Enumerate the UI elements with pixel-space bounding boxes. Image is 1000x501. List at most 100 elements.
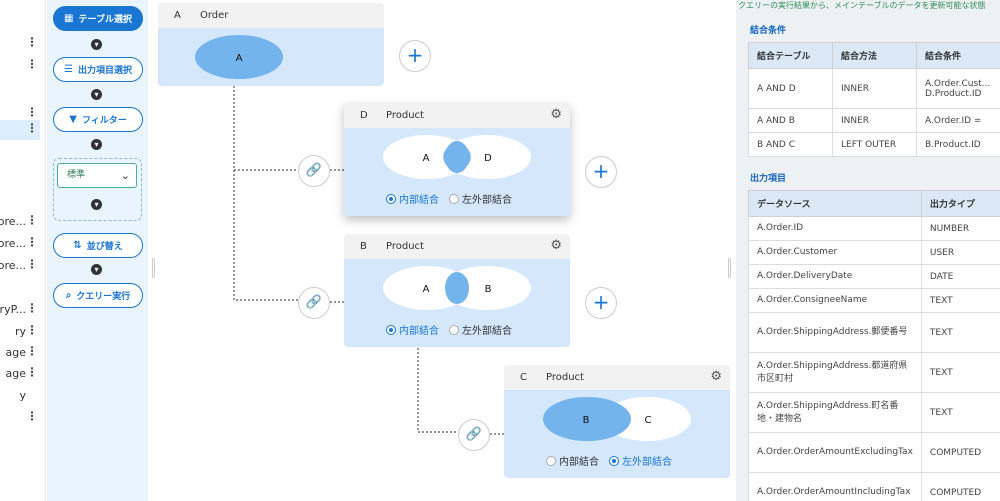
table-cell: TEXT [920,288,1000,313]
join-type-radios: 内部結合 左外部結合 [546,453,672,468]
arrow-down-icon: ▾ [91,89,102,100]
venn-diagram: A D [383,135,531,179]
arrow-down-icon: ▾ [91,199,102,210]
more-options-icon[interactable]: ⋮ [26,344,38,358]
node-header: D Product ⚙ [344,103,570,128]
plus-icon: + [592,159,610,183]
table-cell: TEXT [920,352,1000,393]
col-header: 結合方法 [832,42,917,69]
strip-item[interactable]: ore...⋮ [0,212,40,232]
node-order-a[interactable]: A Order A [158,3,384,86]
output-items-title: 出力項目 [750,174,787,184]
strip-item[interactable]: ⋮ [0,408,40,428]
filter-button[interactable]: ▼ フィルター [53,107,143,132]
strip-item[interactable]: ry⋮ [0,322,40,342]
strip-item[interactable]: age⋮ [0,364,40,384]
left-outer-join-radio[interactable]: 左外部結合 [449,322,512,337]
node-product-b[interactable]: B Product ⚙ A B 内部結合 左外部結合 [344,234,570,347]
table-icon: ▦ [64,13,74,24]
output-select-button[interactable]: ☰ 出力項目選択 [53,57,143,82]
gear-icon[interactable]: ⚙ [550,238,562,253]
left-outer-join-radio[interactable]: 左外部結合 [609,453,672,468]
run-query-button[interactable]: ⌕ クエリー実行 [53,283,143,308]
strip-item[interactable]: ryP...⋮ [0,300,40,320]
inner-join-radio[interactable]: 内部結合 [386,191,439,206]
right-splitter[interactable] [728,258,731,278]
table-cell: A AND D [748,68,833,109]
venn-left-label: A [423,153,430,164]
venn-diagram: A B [383,266,531,310]
venn-diagram: B C [543,397,691,441]
sort-button[interactable]: ⇅ 並び替え [53,233,143,258]
link-icon: 🔗 [465,427,483,442]
strip-item[interactable]: ore...⋮ [0,256,40,276]
strip-item[interactable]: ⋮ [0,56,40,76]
arrow-down-icon: ▾ [91,264,102,275]
strip-item[interactable]: ⋮ [0,120,40,140]
join-link-button[interactable]: 🔗 [458,419,490,451]
join-link-button[interactable]: 🔗 [298,155,330,187]
venn-right-label: D [484,153,492,164]
node-product-d[interactable]: D Product ⚙ A D 内部結合 左外部結合 [344,103,570,216]
table-cell: COMPUTED [920,472,1000,501]
strip-item[interactable]: ⋮ [0,34,40,54]
table-cell: A.Order.ID [748,216,922,241]
add-join-button[interactable]: + [585,156,617,188]
more-options-icon[interactable]: ⋮ [26,57,38,71]
left-outer-join-radio[interactable]: 左外部結合 [449,191,512,206]
plus-icon: + [592,290,610,314]
more-options-icon[interactable]: ⋮ [26,121,38,135]
update-note: クエリーの実行結果から、メインテーブルのデータを更新可能な状態 [738,1,986,10]
table-cell: A.Order.ShippingAddress.町名番地・建物名 [748,392,922,433]
table-cell: A.Order.ID = [916,108,1000,133]
more-options-icon[interactable]: ⋮ [26,35,38,49]
inner-join-radio[interactable]: 内部結合 [546,453,599,468]
more-options-icon[interactable]: ⋮ [26,323,38,337]
more-options-icon[interactable]: ⋮ [26,409,38,423]
strip-item[interactable]: age⋮ [0,343,40,363]
table-cell: TEXT [920,312,1000,353]
filter-mode-select[interactable]: 標準 ⌄ [57,163,137,188]
table-cell: A.Order.OrderAmountIncludingTax [748,472,922,501]
more-options-icon[interactable]: ⋮ [26,235,38,249]
more-options-icon[interactable]: ⋮ [26,105,38,119]
filter-icon: ▼ [69,114,77,125]
gear-icon[interactable]: ⚙ [710,369,722,384]
table-cell: TEXT [920,392,1000,433]
single-circle: A [195,35,283,79]
table-select-button[interactable]: ▦ テーブル選択 [53,6,143,31]
col-header: 結合テーブル [748,42,833,69]
left-splitter[interactable] [152,258,155,278]
strip-item[interactable]: ⋮ [0,104,40,124]
strip-item-label: ryP... [0,303,26,316]
more-options-icon[interactable]: ⋮ [26,213,38,227]
join-connectors [233,86,504,435]
gear-icon[interactable]: ⚙ [550,107,562,122]
table-cell: A.Order.ShippingAddress.都道府県 市区町村 [748,352,922,393]
strip-item[interactable]: ore...⋮ [0,234,40,254]
more-options-icon[interactable]: ⋮ [26,301,38,315]
table-cell: INNER [832,68,917,109]
add-join-button[interactable]: + [399,40,431,72]
strip-item[interactable]: y [0,386,40,406]
more-options-icon[interactable]: ⋮ [26,257,38,271]
inner-join-radio[interactable]: 内部結合 [386,322,439,337]
table-cell: USER [920,240,1000,265]
more-options-icon[interactable]: ⋮ [26,365,38,379]
join-link-button[interactable]: 🔗 [298,287,330,319]
add-join-button[interactable]: + [585,287,617,319]
node-product-c[interactable]: C Product ⚙ B C 内部結合 左外部結合 [504,365,730,478]
